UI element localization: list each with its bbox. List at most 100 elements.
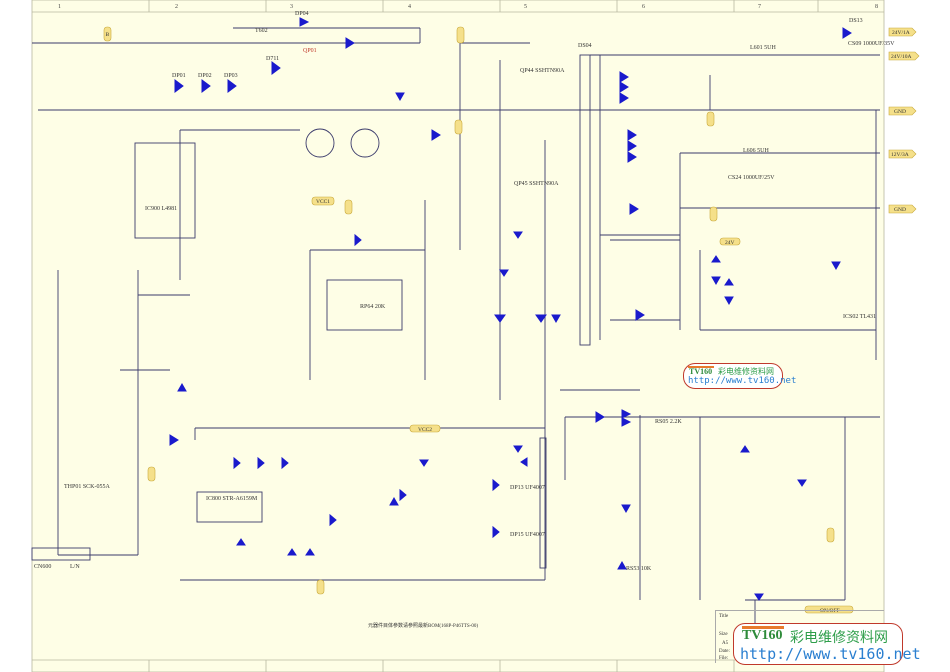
connector-CN600 (31, 547, 91, 561)
label-CS09: CS09 1000UF/35V (848, 41, 895, 47)
svg-text:VCC2: VCC2 (418, 427, 432, 433)
label-L608: RS05 2.2K (655, 419, 682, 425)
label-DP15: DP15 UF4007 (510, 532, 545, 538)
label-DS13: DS13 (849, 18, 863, 24)
transformer-T605 (539, 437, 547, 569)
title-block-title: Title (719, 614, 729, 619)
zone-7: 7 (758, 4, 761, 10)
diode-DP02 (201, 79, 211, 93)
diode-DS09 (711, 276, 721, 286)
diode-DS11 (635, 309, 645, 321)
svg-text:ON/OFF: ON/OFF (820, 608, 840, 614)
zener-ZP00 (233, 456, 241, 470)
zener-ZS02 (724, 278, 734, 286)
ic-blocks (134, 54, 591, 569)
title-block-date: Date: (719, 649, 730, 654)
port-a (826, 527, 835, 543)
diode-DS05 (619, 92, 629, 104)
port-vcc2-bottom (316, 579, 325, 595)
label-RV600: THP01 SCK-055A (64, 484, 111, 490)
diode-DP15 (492, 525, 500, 539)
diodes[interactable] (169, 17, 852, 601)
zone-4: 4 (408, 4, 411, 10)
label-CS24: CS24 1000UF/25V (728, 175, 775, 181)
diode-DP01 (174, 79, 184, 93)
diode-D601 (345, 37, 355, 49)
diode-DP11b (535, 314, 547, 323)
diode-DP17 (169, 434, 179, 446)
label-L606: L606 5UH (743, 148, 769, 154)
watermark-text: 彩电维修资料网 (718, 367, 774, 376)
label-T602: T602 (255, 28, 268, 34)
frame (31, 0, 885, 672)
zone-3: 3 (290, 4, 293, 10)
zener-ZP03 (236, 538, 246, 546)
svg-text:24V/1A: 24V/1A (892, 30, 910, 36)
schematic-paper (32, 0, 884, 672)
transformer-T600 (579, 54, 591, 346)
port-24v: 24V (719, 237, 741, 246)
label-LN: L/N (70, 564, 80, 570)
zone-2: 2 (175, 4, 178, 10)
label-IC601: RP64 20K (360, 304, 386, 310)
label-DP03: DP03 (224, 73, 238, 79)
bom-caption: 元器件目体参数请参照最新BOM(168P-P46TTS-00) (368, 624, 479, 629)
port-pfc-mid (454, 119, 463, 135)
zener-ZP01 (257, 456, 265, 470)
transistor-QP02 (305, 128, 335, 158)
title-block-size: Size (719, 632, 728, 637)
diode-ZP06 (395, 92, 405, 102)
diode-DP09 (354, 233, 362, 247)
diode-DS07 (595, 411, 605, 423)
watermark-url: http://www.tv160.net (688, 376, 797, 386)
diode-DS06b (621, 417, 632, 427)
label-DP13: DP13 UF4007 (510, 485, 545, 491)
ic-L4981-IC900 (134, 142, 196, 239)
diode-ZP05 (513, 231, 523, 239)
zener-DP12 (177, 382, 187, 392)
diode-DP16 (520, 457, 528, 467)
transistors (305, 128, 380, 158)
label-QP01: QP01 (303, 48, 317, 54)
diode-DS04b (627, 140, 637, 152)
wires (32, 27, 880, 641)
svg-text:GND: GND (894, 207, 906, 213)
svg-text:GND: GND (894, 109, 906, 115)
port-vcc2: VCC2 (409, 424, 441, 433)
led-P03 (831, 261, 841, 271)
diode-DP20 (399, 488, 407, 502)
transistor-QP03 (350, 128, 380, 158)
label-QP45: QP45 SSHTN90A (514, 181, 559, 187)
port-gnd-top: GND (888, 106, 917, 116)
diode-DS08 (754, 593, 764, 601)
diode-DS04 (619, 81, 629, 93)
tl431-ICS04 (617, 560, 627, 570)
zener-DP14 (389, 496, 399, 506)
diode-DS10 (724, 296, 734, 306)
port-24v-1a: 24V/1A (888, 27, 917, 37)
watermark-logo: TV160 (742, 628, 783, 643)
diode-DS13 (842, 27, 852, 39)
diode-DP19 (329, 513, 337, 527)
zone-8: 8 (875, 4, 878, 10)
zone-5: 5 (524, 4, 527, 10)
port-vcc1: VCC1 (311, 196, 335, 206)
port-24v-10a: 24V/10A (888, 51, 920, 61)
title-block-size-value: A5 (722, 641, 729, 646)
label-D711: D711 (266, 56, 279, 62)
svg-text:VCC1: VCC1 (316, 199, 330, 205)
diode-DP13 (492, 478, 500, 492)
ic-STR-A6159M-IC800 (196, 491, 263, 523)
label-DP02: DP02 (198, 73, 212, 79)
title-block-file: File: (719, 656, 729, 661)
diode-DP03 (227, 79, 237, 93)
label-CN600: CN600 (34, 564, 51, 570)
diode-DS01 (629, 203, 639, 215)
label-DP04: DP04 (295, 11, 309, 17)
ic-6599-IC601 (326, 279, 403, 331)
label-ICS02: ICS02 TL431 (843, 314, 876, 320)
watermark-tv160-bottom: TV160 彩电维修资料网 http://www.tv160.net (733, 623, 921, 665)
label-T600: DS04 (578, 43, 592, 49)
diode-DP18 (419, 459, 429, 467)
